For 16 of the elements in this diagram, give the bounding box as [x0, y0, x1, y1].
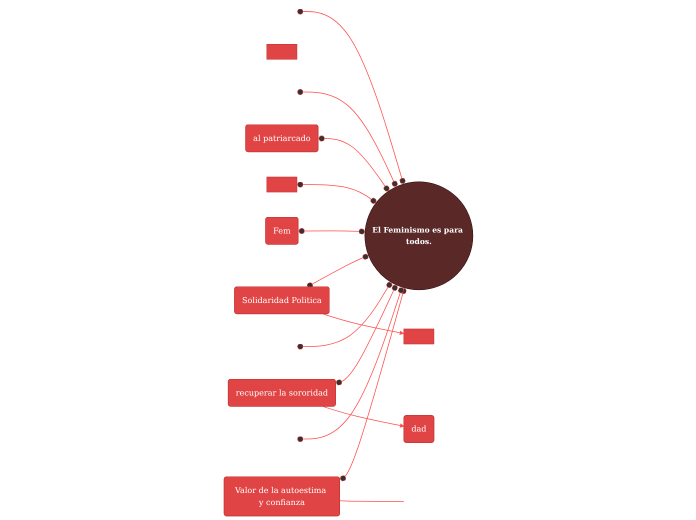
- node-box: [266, 176, 297, 192]
- connector: [306, 254, 368, 288]
- connector: [318, 135, 390, 192]
- connector: [296, 282, 392, 350]
- connector: [296, 8, 406, 184]
- connector: [339, 500, 404, 502]
- arrow: [322, 314, 404, 335]
- node-box: [403, 328, 434, 344]
- connector: [296, 286, 404, 442]
- connector: [339, 288, 406, 482]
- connector: [298, 228, 365, 235]
- node-box: [266, 44, 297, 60]
- connector: [296, 181, 376, 204]
- connector: [334, 284, 398, 386]
- connector: [296, 88, 398, 188]
- arrow: [322, 406, 404, 428]
